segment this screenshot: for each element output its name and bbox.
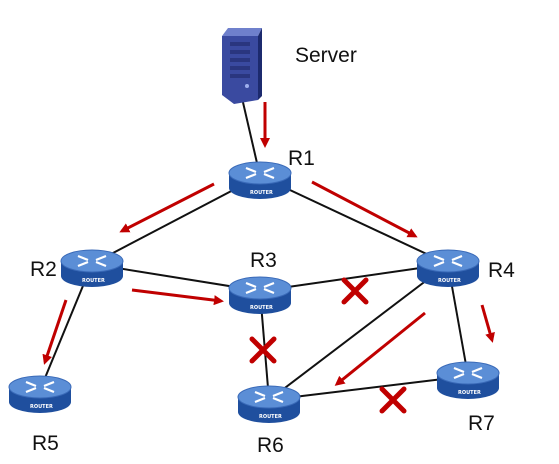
router-R2[interactable]: ROUTER R2 [30,249,124,287]
router-label: R1 [288,147,315,170]
router-R6[interactable]: ROUTER R6 [237,385,301,457]
router-icon: ROUTER [8,375,72,413]
router-label: R5 [32,432,59,455]
blocked-x-icon [379,386,407,414]
router-icon: ROUTER [416,249,480,287]
router-icon: ROUTER [237,385,301,423]
flow-arrow-R4-R7 [480,304,495,343]
router-R7[interactable]: ROUTER R7 [436,361,500,435]
router-caption: ROUTER [82,278,105,284]
flows-layer [42,102,495,386]
server-icon [222,28,262,104]
router-label: R2 [30,258,57,281]
router-icon: ROUTER [228,161,292,199]
flow-arrow-R4-R6 [334,311,426,386]
flow-arrow-R2-R5 [42,299,68,365]
server-label: Server [295,44,357,67]
link-R1-R4 [259,175,449,265]
link-R3-R4 [259,263,449,292]
router-caption: ROUTER [259,414,282,420]
blocked-x-icon [341,277,369,305]
flow-arrow-R1-R2 [119,182,215,233]
flow-arrow-R1-R4 [311,180,418,238]
router-caption: ROUTER [250,190,273,196]
router-caption: ROUTER [30,404,53,410]
router-icon: ROUTER [60,249,124,287]
router-label: R7 [468,412,495,435]
router-label: R6 [257,434,284,457]
server-node[interactable]: Server [222,28,357,104]
router-label: R4 [488,259,515,282]
link-R6-R7 [268,375,469,401]
router-caption: ROUTER [458,390,481,396]
router-icon: ROUTER [436,361,500,399]
router-icon: ROUTER [228,276,292,314]
router-R5[interactable]: ROUTER R5 [8,375,72,455]
blocked-x-icon [249,336,277,364]
blocked-layer [249,277,407,414]
flow-arrow-R2-R3 [131,288,224,306]
link-R4-R6 [268,263,449,401]
router-R1[interactable]: ROUTER R1 [228,147,315,199]
router-caption: ROUTER [438,278,461,284]
router-caption: ROUTER [250,305,273,311]
router-R3[interactable]: ROUTER R3 [228,249,292,314]
router-R4[interactable]: ROUTER R4 [416,249,515,287]
router-label: R3 [250,249,277,272]
